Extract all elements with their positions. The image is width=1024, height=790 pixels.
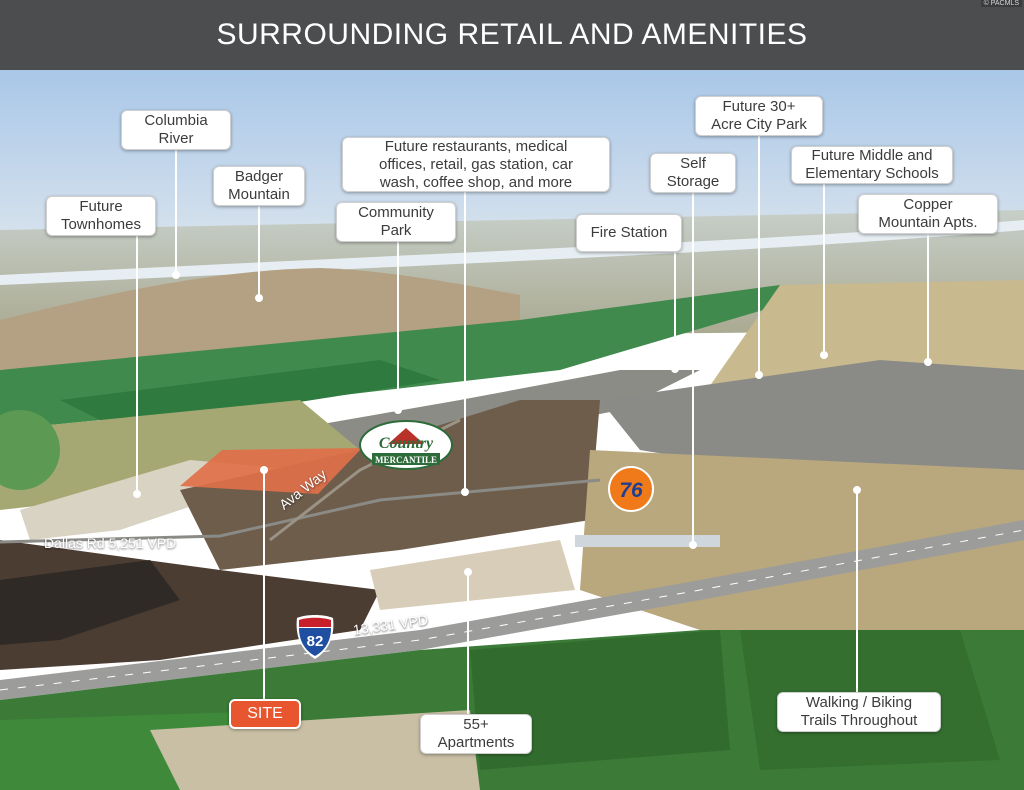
interstate-lane-markings <box>0 529 1024 691</box>
orchard-rows <box>60 360 440 430</box>
page-title: SURROUNDING RETAIL AND AMENITIES <box>216 18 808 51</box>
circle-field <box>0 410 60 490</box>
callout-columbia-river: Columbia River <box>121 110 231 150</box>
callout-copper-mountain: Copper Mountain Apts. <box>858 194 998 234</box>
gas-station-76-logo-icon: 76 <box>608 466 654 512</box>
interstate-82-number: 82 <box>307 633 324 650</box>
callout-future-townhomes: Future Townhomes <box>46 196 156 236</box>
mercantile-text: MERCANTILE <box>375 455 437 465</box>
apartments-site <box>370 540 575 610</box>
dirt-road-foreground <box>150 710 480 790</box>
callout-badger-mountain: Badger Mountain <box>213 166 305 206</box>
country-mercantile-logo-icon: Country MERCANTILE <box>359 420 453 470</box>
callout-site: SITE <box>229 699 301 729</box>
interstate-82-shield-icon: 82 <box>296 615 334 659</box>
callout-future-restaurants: Future restaurants, medical offices, ret… <box>342 137 610 192</box>
callout-future-schools: Future Middle and Elementary Schools <box>791 146 953 184</box>
left-terrain <box>0 400 360 510</box>
vineyard-block-center <box>470 630 730 770</box>
interstate-82 <box>0 520 1024 700</box>
gas-station-76-text: 76 <box>619 479 643 502</box>
page-header: SURROUNDING RETAIL AND AMENITIES <box>0 0 1024 70</box>
neighborhood-east <box>600 360 1024 480</box>
aerial-scene-drawing <box>0 70 1024 790</box>
columbia-river-water <box>0 220 1024 285</box>
callout-future-city-park: Future 30+ Acre City Park <box>695 96 823 136</box>
callout-fire-station: Fire Station <box>576 214 682 252</box>
storage-buildings <box>575 535 720 547</box>
callout-trails: Walking / Biking Trails Throughout <box>777 692 941 732</box>
road-label-dallas-rd: Dallas Rd 5,251 VPD <box>44 535 177 551</box>
site-parcel <box>180 448 362 494</box>
callout-self-storage: Self Storage <box>650 153 736 193</box>
callout-community-park: Community Park <box>336 202 456 242</box>
burned-field <box>0 560 180 645</box>
callout-apartments-55: 55+ Apartments <box>420 714 532 754</box>
mercantile-country-text: Country <box>379 435 434 452</box>
aerial-map <box>0 70 1024 790</box>
photo-credit: © PACMLS <box>980 0 1022 7</box>
